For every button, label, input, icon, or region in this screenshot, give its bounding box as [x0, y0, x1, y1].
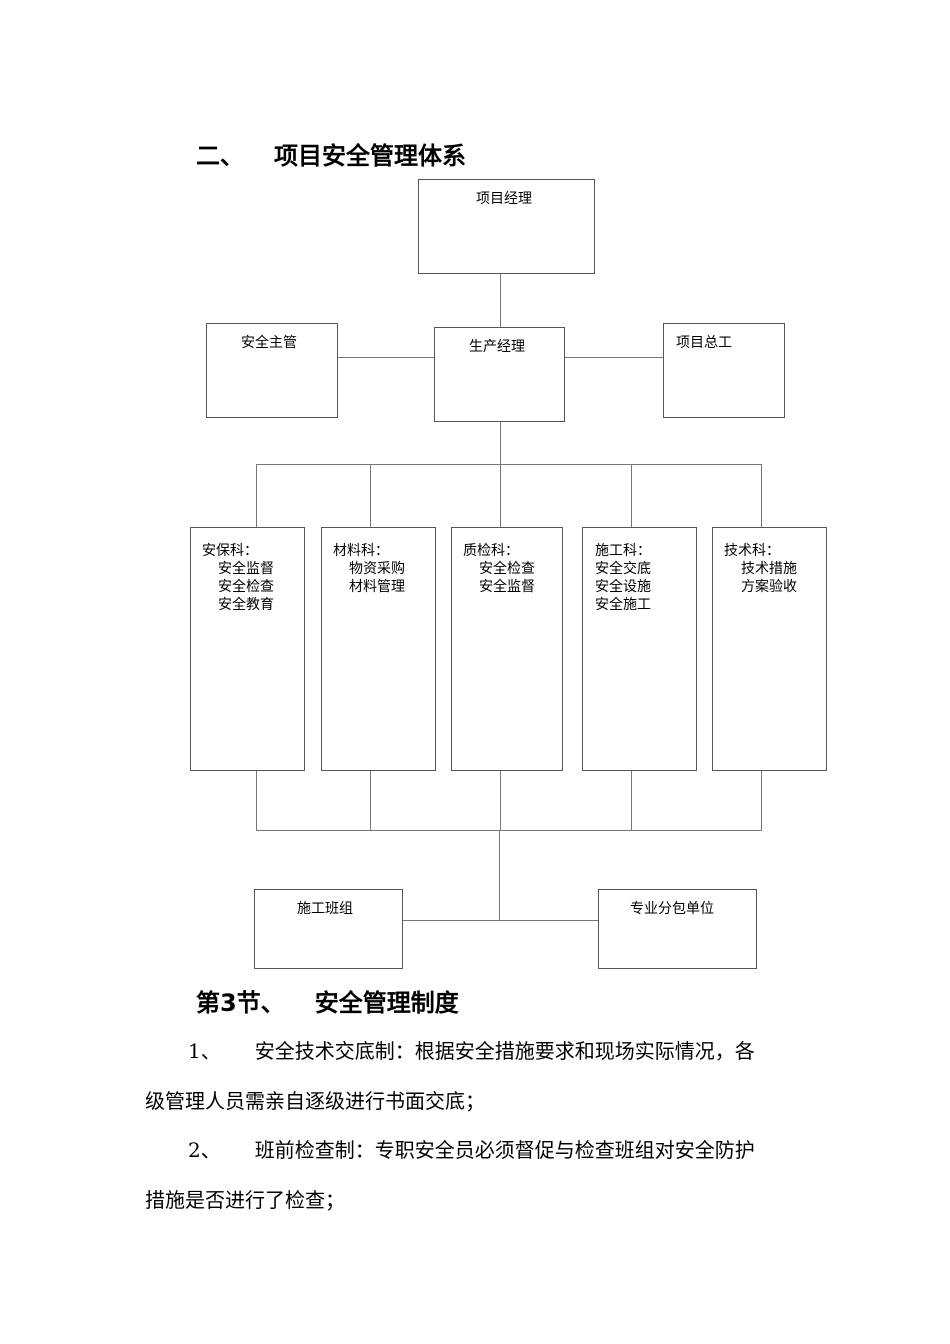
dept-duty: 安全教育 — [218, 597, 274, 613]
org-dept-materials: 材料科： 物资采购 材料管理 — [321, 527, 436, 771]
section-title: 安全管理制度 — [314, 989, 459, 1017]
org-box-label: 生产经理 — [469, 339, 525, 355]
section-heading-2: 二、 项目安全管理体系 — [196, 136, 466, 171]
org-dept-security: 安保科： 安全监督 安全检查 安全教育 — [190, 527, 305, 771]
org-dept-quality: 质检科： 安全检查 安全监督 — [451, 527, 563, 771]
dept-duty: 安全检查 — [218, 579, 274, 595]
dept-duty: 安全监督 — [479, 579, 535, 595]
org-box-safety-supervisor: 安全主管 — [206, 323, 338, 418]
org-box-label: 项目经理 — [476, 191, 532, 207]
section-number: 第3节、 — [196, 989, 285, 1017]
dept-duty: 安全交底 — [595, 561, 651, 577]
org-box-work-teams: 施工班组 — [254, 889, 403, 969]
dept-duty: 技术措施 — [741, 561, 797, 577]
dept-duty: 材料管理 — [349, 579, 405, 595]
dept-duty: 安全检查 — [479, 561, 535, 577]
dept-name: 材料科： — [333, 543, 389, 559]
paragraph-text: 安全技术交底制：根据安全措施要求和现场实际情况，各 — [254, 1039, 755, 1063]
dept-duty: 安全监督 — [218, 561, 274, 577]
paragraph-continuation: 级管理人员需亲自逐级进行书面交底； — [145, 1089, 485, 1113]
org-box-production-manager: 生产经理 — [434, 327, 565, 422]
dept-name: 技术科： — [724, 543, 780, 559]
dept-name: 安保科： — [202, 543, 258, 559]
section-number: 二、 — [196, 142, 244, 170]
paragraph-item: 2、 班前检查制：专职安全员必须督促与检查班组对安全防护 — [188, 1134, 755, 1163]
org-box-label: 项目总工 — [676, 335, 732, 351]
paragraph-number: 2、 — [188, 1138, 221, 1162]
section-heading-3: 第3节、 安全管理制度 — [196, 983, 459, 1018]
dept-name: 质检科： — [463, 543, 519, 559]
org-box-label: 施工班组 — [297, 901, 353, 917]
section-title: 项目安全管理体系 — [274, 142, 466, 170]
dept-duty: 方案验收 — [741, 579, 797, 595]
dept-duty: 物资采购 — [349, 561, 405, 577]
org-box-project-manager: 项目经理 — [418, 179, 595, 274]
dept-duty: 安全设施 — [595, 579, 651, 595]
org-box-chief-engineer: 项目总工 — [663, 323, 785, 418]
dept-name: 施工科： — [595, 543, 651, 559]
org-box-label: 专业分包单位 — [630, 901, 714, 917]
org-box-subcontractors: 专业分包单位 — [598, 889, 757, 969]
org-dept-construction: 施工科： 安全交底 安全设施 安全施工 — [582, 527, 697, 771]
org-box-label: 安全主管 — [241, 335, 297, 351]
dept-duty: 安全施工 — [595, 597, 651, 613]
org-dept-technical: 技术科： 技术措施 方案验收 — [712, 527, 827, 771]
paragraph-continuation: 措施是否进行了检查； — [145, 1188, 345, 1212]
paragraph-text: 班前检查制：专职安全员必须督促与检查班组对安全防护 — [254, 1138, 755, 1162]
paragraph-item: 1、 安全技术交底制：根据安全措施要求和现场实际情况，各 — [188, 1035, 755, 1064]
paragraph-number: 1、 — [188, 1039, 221, 1063]
